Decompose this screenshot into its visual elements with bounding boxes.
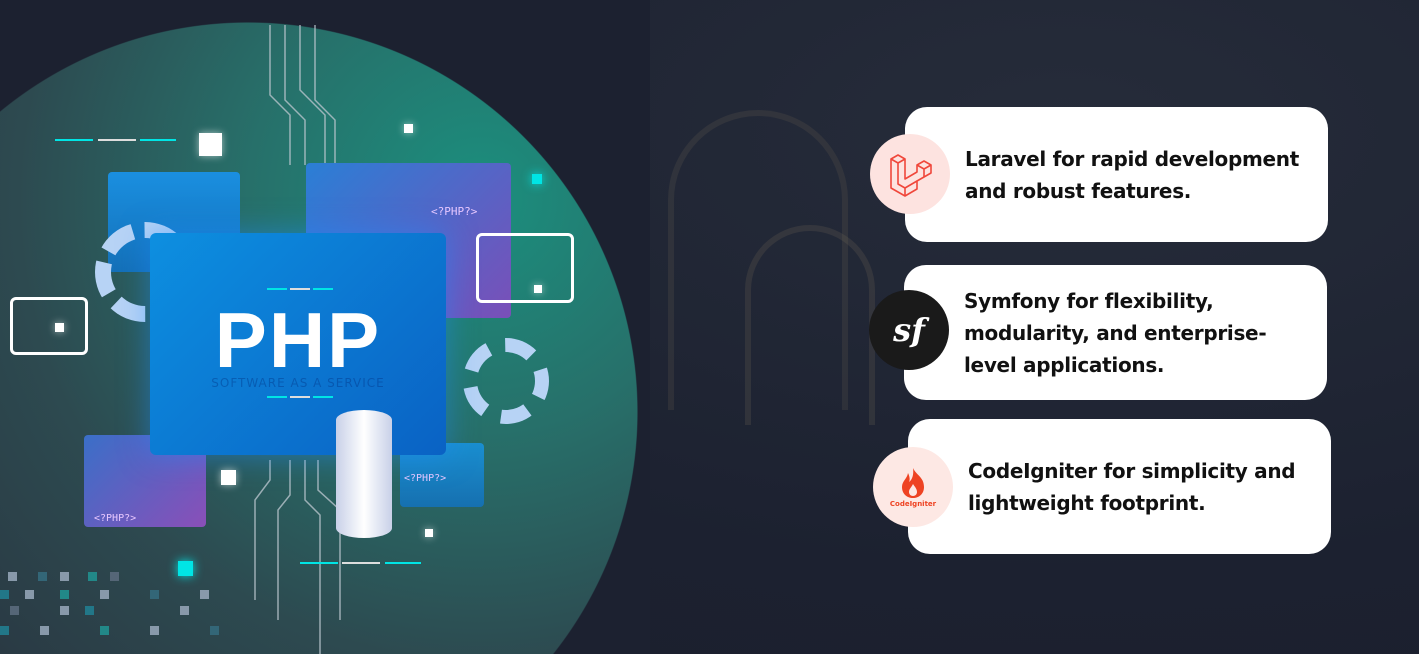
- decor-dash: [98, 139, 136, 141]
- decor-dash: [300, 562, 338, 564]
- symfony-logo-text: sf: [893, 311, 925, 349]
- php-subtitle: SOFTWARE AS A SERVICE: [211, 376, 385, 390]
- circuit-illustration: [0, 25, 341, 654]
- decor-square: [534, 285, 542, 293]
- code-label: <?PHP?>: [404, 473, 447, 484]
- decor-square: [532, 174, 542, 184]
- framework-description: CodeIgniter for simplicity and lightweig…: [968, 458, 1296, 515]
- gear-icon: [463, 338, 549, 424]
- symfony-icon: sf: [869, 290, 949, 370]
- code-label: <?PHP?>: [431, 205, 478, 218]
- decor-square: [55, 323, 64, 332]
- decor-dash: [385, 562, 421, 564]
- decor-dash: [140, 139, 176, 141]
- framework-card-symfony: sf Symfony for flexibility, modularity, …: [869, 265, 1327, 400]
- decor-square: [404, 124, 413, 133]
- code-label: <?PHP?>: [94, 513, 137, 524]
- decor-square: [425, 529, 433, 537]
- chat-bubble-icon: [476, 233, 574, 303]
- pixel-grid: [0, 572, 219, 635]
- decor-dash: [55, 139, 93, 141]
- decor-square: [178, 561, 193, 576]
- flame-icon: [902, 467, 924, 498]
- framework-description: Laravel for rapid development and robust…: [965, 146, 1299, 203]
- framework-card-laravel: Laravel for rapid development and robust…: [870, 107, 1328, 242]
- codeigniter-logo-text: CodeIgniter: [889, 499, 937, 508]
- decor-square: [221, 470, 236, 485]
- decor-square: [199, 133, 222, 156]
- php-card: PHP SOFTWARE AS A SERVICE: [150, 233, 446, 455]
- chat-bubble-icon: [10, 297, 88, 355]
- framework-card-codeigniter: CodeIgniter CodeIgniter for simplicity a…: [873, 419, 1331, 554]
- codeigniter-icon: CodeIgniter: [873, 447, 953, 527]
- decor-dash: [342, 562, 380, 564]
- framework-description: Symfony for flexibility, modularity, and…: [964, 288, 1267, 377]
- laravel-icon: [870, 134, 950, 214]
- database-icon: [336, 410, 392, 538]
- php-title: PHP: [214, 296, 382, 384]
- decorative-arc: [745, 225, 875, 425]
